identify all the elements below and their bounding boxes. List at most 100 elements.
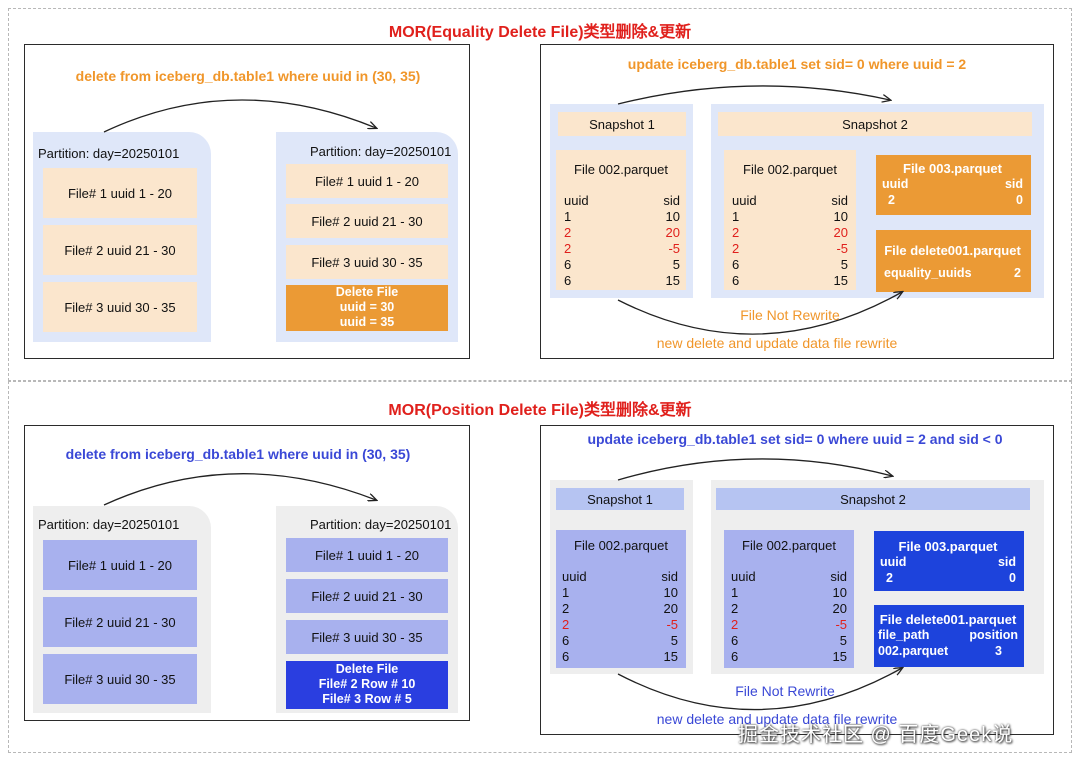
pos-file003-col-sid: sid [997,555,1016,569]
pos-delete001-key1: file_path [878,628,930,642]
eq-delete-arrow [103,99,376,133]
pos-delete001-val1: 002.parquet [878,644,949,658]
eq-file003-box: File 003.parquet uuid sid 2 0 [876,155,1031,215]
cell: 2 [732,225,740,240]
pos-snap1-file002 [556,530,686,668]
cell: 6 [731,649,739,664]
cell: -5 [836,241,848,256]
pos-snap2-file002-title: File 002.parquet [742,538,836,553]
pos-snapshot1-header: Snapshot 1 [556,488,684,510]
eq-file003-title: File 003.parquet [903,161,1002,176]
cell: 6 [562,633,570,648]
pos-not-rewrite-note: File Not Rewrite [735,683,835,699]
pos-delete001-title: File delete001.parquet [879,612,1017,627]
eq-snap2-file002 [724,150,856,290]
position-section-title: MOR(Position Delete File)类型删除&更新 [388,402,692,419]
pos-delete001-key2: position [969,628,1018,642]
eq-after-file-2: File# 2 uuid 21 - 30 [286,204,448,238]
pos-snapshot-arrow [617,458,892,481]
cell: 1 [564,209,572,224]
cell: -5 [668,241,680,256]
cell: 1 [731,585,739,600]
cell: 15 [663,649,678,664]
eq-after-file-3: File# 3 uuid 30 - 35 [286,245,448,279]
cell: 20 [833,225,848,240]
eq-file003-sid: 0 [1016,193,1023,207]
cell: 20 [663,601,678,616]
eq-delete001-key: equality_uuids [884,266,972,280]
eq-delete-file-line-1: uuid = 30 [339,300,395,314]
eq-before-file-1: File# 1 uuid 1 - 20 [43,168,197,218]
cell: -5 [835,617,847,632]
cell: 15 [832,649,847,664]
cell: 20 [665,225,680,240]
col-sid: sid [830,569,847,584]
col-uuid: uuid [732,193,757,208]
equality-section [8,8,1072,381]
eq-delete-file-line-2: uuid = 35 [339,315,395,329]
cell: 5 [670,633,678,648]
eq-partition-after-label: Partition: day=20250101 [310,144,452,159]
cell: 6 [564,257,572,272]
eq-delete-file-box: Delete File uuid = 30 uuid = 35 [286,285,448,331]
cell: 5 [839,633,847,648]
pos-delete-query: delete from iceberg_db.table1 where uuid… [65,446,411,462]
eq-snap1-file002 [556,150,686,290]
pos-file003-title: File 003.parquet [898,539,998,554]
eq-snap2-file002-title: File 002.parquet [743,162,837,177]
eq-snapshot-arrow [617,85,890,105]
cell: 1 [732,209,740,224]
pos-file003-col-uuid: uuid [880,555,907,569]
cell: 1 [562,585,570,600]
cell: 6 [564,273,572,288]
cell: 6 [731,633,739,648]
pos-snapshot2-header: Snapshot 2 [716,488,1030,510]
cell: 15 [665,273,680,288]
eq-file003-col-sid: sid [1004,177,1023,191]
pos-delete-file-line-1: File# 2 Row # 10 [318,677,416,691]
cell: 10 [665,209,680,224]
eq-snapshot2-header: Snapshot 2 [718,112,1032,136]
eq-partition-before-label: Partition: day=20250101 [38,146,180,161]
pos-after-file-2: File# 2 uuid 21 - 30 [286,579,448,613]
eq-delete-query: delete from iceberg_db.table1 where uuid… [75,68,421,84]
equality-section-title: MOR(Equality Delete File)类型删除&更新 [388,24,692,41]
eq-after-file-1: File# 1 uuid 1 - 20 [286,164,448,198]
cell: 10 [663,585,678,600]
eq-not-rewrite-note: File Not Rewrite [740,307,840,323]
cell: 2 [732,241,740,256]
col-uuid: uuid [731,569,756,584]
eq-file003-col-uuid: uuid [882,177,909,191]
pos-file003-uuid: 2 [886,571,893,585]
cell: 6 [562,649,570,664]
pos-delete001-box: File delete001.parquet file_path position… [874,605,1024,667]
col-uuid: uuid [564,193,589,208]
position-section [8,381,1072,753]
eq-before-file-2: File# 2 uuid 21 - 30 [43,225,197,275]
watermark: 掘金技术社区 @ 百度Geek说 [738,724,1014,746]
eq-file003-uuid: 2 [888,193,895,207]
col-uuid: uuid [562,569,587,584]
pos-delete-file-box: Delete File File# 2 Row # 10 File# 3 Row… [286,661,448,709]
eq-delete001-value: 2 [1014,266,1021,280]
cell: -5 [666,617,678,632]
pos-before-file-1: File# 1 uuid 1 - 20 [43,540,197,590]
pos-before-file-3: File# 3 uuid 30 - 35 [43,654,197,704]
cell: 2 [564,225,572,240]
eq-update-query: update iceberg_db.table1 set sid= 0 wher… [627,56,967,72]
cell: 10 [832,585,847,600]
cell: 5 [672,257,680,272]
cell: 2 [562,601,570,616]
cell: 20 [832,601,847,616]
pos-new-rewrite-note: new delete and update data file rewrite [656,711,898,727]
cell: 10 [833,209,848,224]
col-sid: sid [831,193,848,208]
eq-before-file-3: File# 3 uuid 30 - 35 [43,282,197,332]
eq-rewrite-arrow [617,292,902,335]
pos-snap2-file002 [724,530,854,668]
